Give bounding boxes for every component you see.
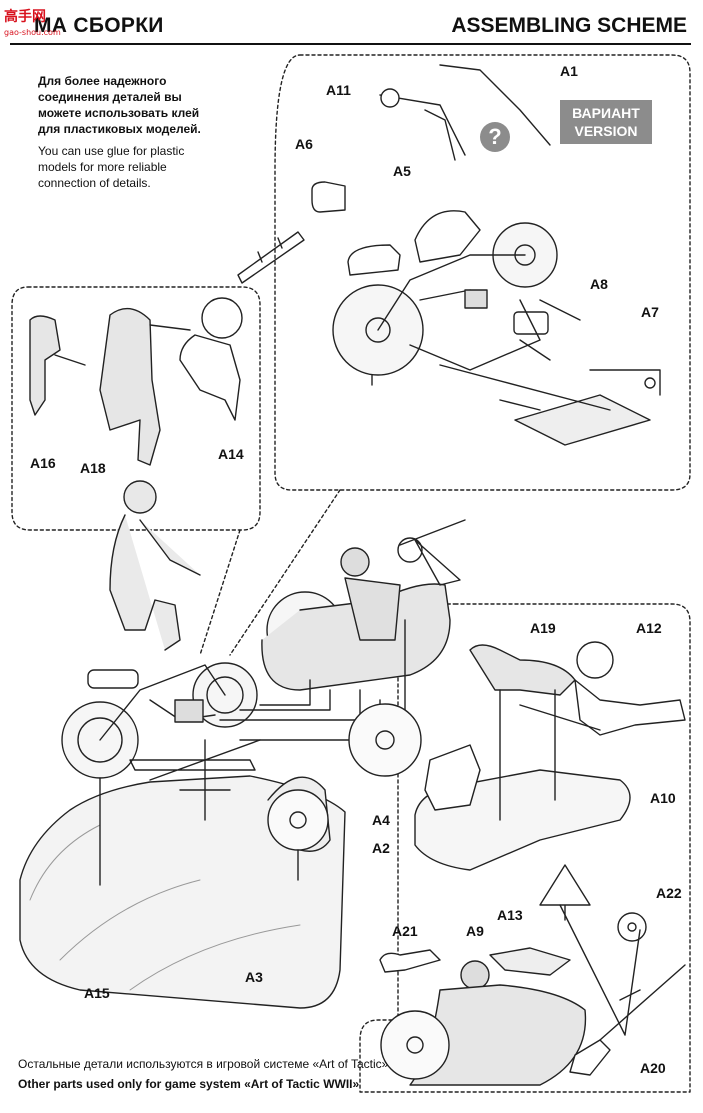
variant-line-en: VERSION (574, 123, 638, 139)
label-a19: A19 (530, 620, 556, 636)
glue-note-ru: Для более надежного соединения деталей в… (38, 74, 201, 136)
watermark-url: gao-shou.com (4, 28, 61, 37)
label-a20: A20 (640, 1060, 666, 1076)
label-a1: A1 (560, 63, 578, 79)
label-a22: A22 (656, 885, 682, 901)
title-ru: МА СБОРКИ (34, 14, 164, 37)
question-icon: ? (480, 122, 510, 152)
figures-detail-panel (11, 286, 261, 531)
label-a2: A2 (372, 840, 390, 856)
sidecar-assembled (261, 519, 466, 691)
motorcycle-exploded (237, 64, 661, 446)
label-a13: A13 (497, 907, 523, 923)
figure-parts (29, 297, 243, 466)
label-a21: A21 (392, 923, 418, 939)
label-a7: A7 (641, 304, 659, 320)
footer-note-en: Other parts used only for game system «A… (18, 1077, 360, 1091)
label-a6: A6 (295, 136, 313, 152)
watermark-text: 高手网 (4, 9, 46, 25)
label-a15: A15 (84, 985, 110, 1001)
label-a16: A16 (30, 455, 56, 471)
label-a10: A10 (650, 790, 676, 806)
label-a12: A12 (636, 620, 662, 636)
label-a9: A9 (466, 923, 484, 939)
label-a4: A4 (372, 812, 390, 828)
header-rule (10, 43, 691, 45)
variant-line-ru: ВАРИАНТ (572, 105, 640, 121)
motorcycle-detail-panel (274, 54, 691, 491)
label-a8: A8 (590, 276, 608, 292)
watermark-logo: 高手网 gao-shou.com (4, 6, 70, 42)
rider-figure (109, 480, 201, 651)
label-a5: A5 (393, 163, 411, 179)
title-en: ASSEMBLING SCHEME (451, 14, 687, 37)
glue-note-en: You can use glue for plastic models for … (38, 144, 185, 190)
label-a18: A18 (80, 460, 106, 476)
sidecar-parts (348, 641, 686, 1086)
footer-note-ru: Остальные детали используются в игровой … (18, 1057, 389, 1071)
label-a11: A11 (326, 82, 351, 98)
page-header: МА СБОРКИ ASSEMBLING SCHEME (0, 0, 703, 45)
label-a14: A14 (218, 446, 244, 462)
wheel-fender (267, 776, 331, 881)
motorcycle-assembled (61, 662, 258, 886)
variant-badge: ВАРИАНТ VERSION (560, 100, 652, 144)
label-a3: A3 (245, 969, 263, 985)
